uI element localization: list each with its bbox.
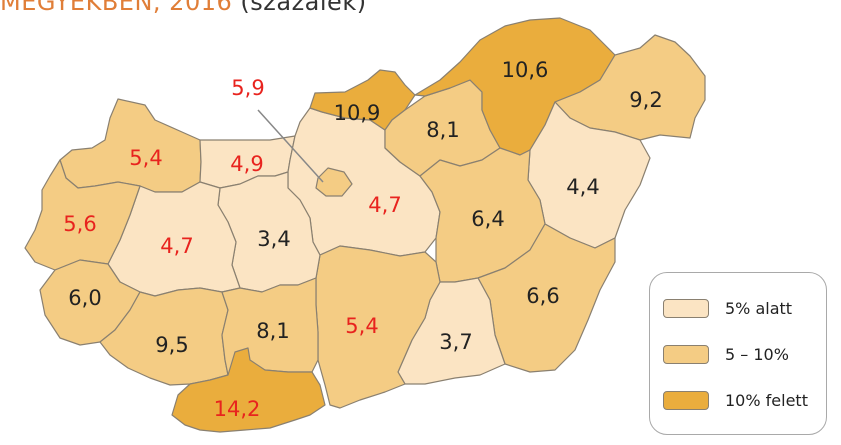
label-vas: 5,6 bbox=[63, 212, 96, 236]
map-title-main: MEGYÉKBEN, 2016 bbox=[0, 0, 233, 16]
legend-swatch-mid bbox=[663, 345, 709, 364]
label-hajdu-bihar: 4,4 bbox=[566, 175, 599, 199]
map-title: MEGYÉKBEN, 2016 (százalék) bbox=[0, 0, 367, 16]
label-bekes: 6,6 bbox=[526, 284, 559, 308]
label-heves: 8,1 bbox=[426, 118, 459, 142]
label-nograd: 10,9 bbox=[334, 101, 381, 125]
label-bacs: 5,4 bbox=[345, 314, 378, 338]
label-gyor-moson-sopron: 5,4 bbox=[129, 146, 162, 170]
label-veszprem: 4,7 bbox=[160, 234, 193, 258]
label-zala: 6,0 bbox=[68, 286, 101, 310]
label-csongrad: 3,7 bbox=[439, 330, 472, 354]
legend-label-low: 5% alatt bbox=[725, 299, 793, 318]
label-tolna: 8,1 bbox=[256, 319, 289, 343]
legend-label-high: 10% felett bbox=[725, 391, 808, 410]
label-budapest: 5,9 bbox=[231, 76, 264, 100]
legend-item-mid: 5 – 10% bbox=[663, 345, 789, 364]
region-budapest[interactable] bbox=[315, 167, 353, 197]
budapest-pointer-line bbox=[257, 109, 324, 183]
region-baranya[interactable] bbox=[171, 347, 326, 433]
label-pest: 4,7 bbox=[368, 193, 401, 217]
legend-item-low: 5% alatt bbox=[663, 299, 792, 318]
label-somogy: 9,5 bbox=[155, 333, 188, 357]
label-szabolcs: 9,2 bbox=[629, 88, 662, 112]
region-bekes[interactable] bbox=[477, 223, 616, 373]
label-komarom-esztergom: 4,9 bbox=[230, 152, 263, 176]
map-title-unit: (százalék) bbox=[240, 0, 367, 16]
label-borsod: 10,6 bbox=[502, 58, 549, 82]
legend-item-high: 10% felett bbox=[663, 391, 808, 410]
label-fejer: 3,4 bbox=[257, 227, 290, 251]
map-legend: 5% alatt 5 – 10% 10% felett bbox=[649, 272, 827, 435]
label-baranya: 14,2 bbox=[214, 397, 261, 421]
legend-label-mid: 5 – 10% bbox=[725, 345, 789, 364]
label-jasz: 6,4 bbox=[471, 207, 504, 231]
legend-swatch-low bbox=[663, 299, 709, 318]
legend-swatch-high bbox=[663, 391, 709, 410]
